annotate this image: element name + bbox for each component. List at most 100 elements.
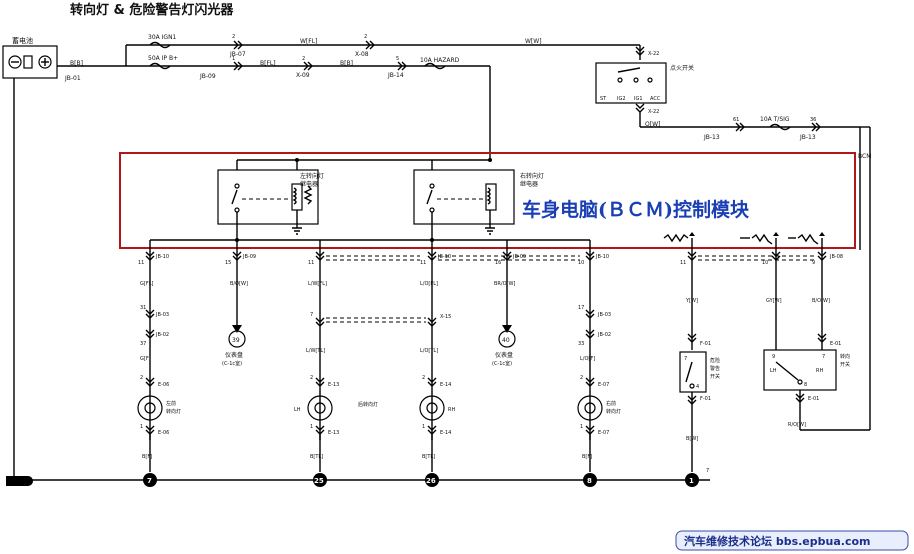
- svg-text:B[TL]: B[TL]: [422, 454, 435, 460]
- svg-text:转向灯: 转向灯: [606, 408, 621, 415]
- svg-text:JB-02: JB-02: [155, 332, 169, 338]
- svg-text:JB-10: JB-10: [595, 254, 609, 260]
- svg-text:IG2: IG2: [617, 96, 626, 102]
- lamp-left-front: 2 E-06 左前 转向灯 1 E-06 B[F]: [137, 375, 181, 460]
- svg-text:JB-10: JB-10: [437, 254, 451, 260]
- hazard-switch: [679, 351, 707, 393]
- svg-text:33: 33: [578, 341, 584, 347]
- svg-text:转向: 转向: [840, 353, 850, 360]
- svg-text:B[W]: B[W]: [686, 436, 698, 442]
- svg-text:E-06: E-06: [158, 382, 169, 388]
- svg-text:JB-03: JB-03: [597, 312, 611, 318]
- svg-text:E-01: E-01: [808, 396, 819, 402]
- right-relay-label-2: 继电器: [520, 180, 538, 188]
- svg-text:4: 4: [696, 384, 699, 390]
- svg-text:E-07: E-07: [598, 382, 609, 388]
- diagram-title: 转向灯 & 危险警告灯闪光器: [70, 2, 234, 18]
- gauge-left-label: 仪表盘: [225, 351, 243, 359]
- svg-text:61: 61: [733, 117, 739, 123]
- svg-text:36: 36: [810, 117, 816, 123]
- svg-text:W[FL]: W[FL]: [300, 38, 317, 45]
- svg-text:JB-07: JB-07: [229, 51, 246, 58]
- svg-text:B/O[W]: B/O[W]: [230, 281, 248, 287]
- svg-text:2: 2: [580, 375, 583, 381]
- svg-text:L/O[TL]: L/O[TL]: [420, 348, 438, 354]
- lamp-rear-right: 2 E-14 RH 1 E-14 B[TL]: [419, 375, 455, 460]
- battery-wire-label: B[B]: [70, 60, 83, 67]
- svg-text:7: 7: [147, 477, 152, 485]
- gauge-right-label: 仪表盘: [495, 351, 513, 359]
- svg-text:JB-08: JB-08: [829, 254, 843, 260]
- svg-text:F-01: F-01: [700, 396, 711, 402]
- right-relay-label-1: 右转向灯: [520, 172, 544, 180]
- svg-text:开关: 开关: [710, 373, 720, 380]
- rear-turn-lamp-label: 后转向灯: [358, 401, 378, 408]
- right-turn-relay: [413, 169, 515, 225]
- svg-text:B[FL]: B[FL]: [260, 60, 276, 67]
- battery-label: 蓄电池: [12, 36, 33, 45]
- fuse-30a-label: 30A IGN1: [148, 34, 177, 41]
- bcm-resistor-1: [663, 233, 689, 243]
- svg-text:7: 7: [822, 354, 825, 360]
- svg-text:开关: 开关: [840, 361, 850, 368]
- svg-text:B[B]: B[B]: [340, 60, 353, 67]
- svg-text:X-22: X-22: [648, 109, 659, 115]
- svg-text:GY[W]: GY[W]: [766, 298, 782, 304]
- svg-text:7: 7: [706, 468, 709, 474]
- bcm-resistor-2: [751, 233, 773, 245]
- gauge-39: [228, 330, 246, 348]
- svg-text:JB-02: JB-02: [597, 332, 611, 338]
- svg-text:危险: 危险: [710, 357, 720, 364]
- svg-text:2: 2: [310, 375, 313, 381]
- svg-text:1: 1: [422, 424, 425, 430]
- lamp-rear-left: 2 E-13 LH 1 E-13 B[TL]: [294, 375, 339, 460]
- svg-text:转向灯: 转向灯: [166, 408, 181, 415]
- svg-text:X-15: X-15: [440, 314, 451, 320]
- svg-text:右前: 右前: [606, 400, 616, 407]
- svg-text:(C-1c室): (C-1c室): [492, 360, 512, 367]
- svg-text:E-13: E-13: [328, 430, 339, 436]
- svg-text:Y[W]: Y[W]: [685, 298, 698, 304]
- svg-text:G[F]: G[F]: [140, 356, 151, 362]
- fuse-10a-tsig-label: 10A T/SIG: [760, 116, 790, 123]
- svg-text:1: 1: [140, 424, 143, 430]
- svg-text:25: 25: [314, 477, 324, 485]
- svg-text:JB-09: JB-09: [512, 254, 526, 260]
- battery-minus-terminal: [8, 55, 22, 69]
- svg-text:E-07: E-07: [598, 430, 609, 436]
- battery-plus-terminal: [38, 55, 52, 69]
- svg-text:左前: 左前: [166, 400, 176, 407]
- svg-text:W[W]: W[W]: [525, 38, 542, 45]
- svg-text:RH: RH: [448, 407, 455, 413]
- svg-text:1: 1: [580, 424, 583, 430]
- svg-text:JB-03: JB-03: [155, 312, 169, 318]
- svg-text:1: 1: [310, 424, 313, 430]
- svg-text:RH: RH: [816, 368, 823, 374]
- svg-text:(C-1c室): (C-1c室): [222, 360, 242, 367]
- svg-text:L/O[FL]: L/O[FL]: [420, 281, 438, 287]
- svg-text:B[F]: B[F]: [142, 454, 152, 460]
- svg-text:F-01: F-01: [700, 341, 711, 347]
- svg-text:17: 17: [578, 305, 584, 311]
- svg-text:G[FL]: G[FL]: [140, 281, 153, 287]
- svg-text:LH: LH: [294, 407, 301, 413]
- gauge-40: [498, 330, 516, 348]
- svg-text:JB-13: JB-13: [703, 134, 720, 141]
- svg-text:11: 11: [138, 260, 144, 266]
- svg-text:2: 2: [422, 375, 425, 381]
- ignition-switch-label: 点火开关: [670, 64, 694, 72]
- bcm-connectors: 11 JB-10 G[FL] 15 JB-09 B/O[W] 11 L/W[FL…: [138, 251, 843, 304]
- svg-text:B[F]: B[F]: [582, 454, 592, 460]
- svg-text:LH: LH: [770, 368, 777, 374]
- left-relay-label-1: 左转向灯: [300, 172, 324, 180]
- watermark-badge: [675, 530, 909, 551]
- svg-text:BR/O[W]: BR/O[W]: [494, 281, 515, 287]
- svg-text:16: 16: [495, 260, 501, 266]
- svg-text:X-22: X-22: [648, 51, 659, 57]
- fuse-30a-ign1: [149, 41, 171, 49]
- svg-text:7: 7: [310, 312, 313, 318]
- svg-text:40: 40: [502, 337, 510, 344]
- svg-text:JB-14: JB-14: [387, 72, 404, 79]
- svg-text:JB-10: JB-10: [155, 254, 169, 260]
